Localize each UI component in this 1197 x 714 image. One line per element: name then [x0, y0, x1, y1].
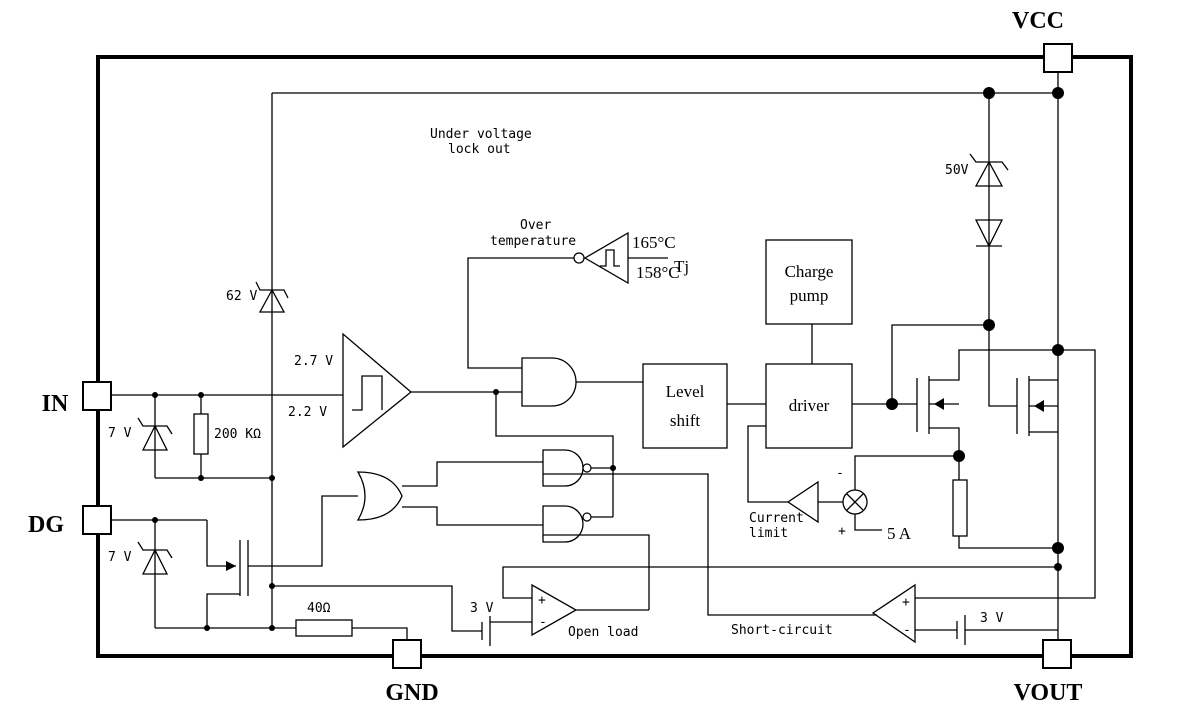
level-shift-block: Level shift	[642, 363, 766, 449]
label-temp-high: 165°C	[632, 233, 676, 252]
label-62v: 62 V	[226, 289, 257, 304]
label-3v-short: 3 V	[980, 611, 1004, 626]
label-tj: Tj	[674, 257, 689, 276]
label-40ohm: 40Ω	[307, 601, 331, 616]
sense-mosfet	[891, 324, 1058, 549]
pin-vcc: VCC	[1012, 8, 1073, 73]
label-overtemp-1: Over	[520, 218, 551, 233]
level-shift-label-2: shift	[670, 411, 701, 430]
or-gate	[356, 461, 543, 526]
label-3v-open: 3 V	[470, 601, 494, 616]
resistor-40: 40Ω	[295, 601, 408, 640]
in-network: 7 V 200 KΩ	[108, 394, 343, 479]
label-7v-in: 7 V	[108, 426, 132, 441]
label-temp-low: 158°C	[636, 263, 680, 282]
driver-block: driver	[765, 363, 892, 449]
overtemp-comparator: Over temperature 165°C 158°C Tj	[467, 218, 689, 369]
short-circuit-comparator: + - Short-circuit 3 V	[731, 349, 1096, 645]
pin-in: IN	[42, 381, 112, 417]
junction-dots	[152, 87, 1064, 631]
label-uvlo-1: Under voltage	[430, 127, 532, 142]
dg-network: 7 V	[108, 495, 358, 629]
pin-gnd: GND	[385, 639, 439, 706]
label-2-2v: 2.2 V	[288, 405, 327, 420]
zener-50v: 50V	[945, 93, 1009, 325]
ol-plus: +	[538, 593, 546, 608]
nand-gate-2	[542, 505, 650, 610]
cl-plus: +	[838, 524, 846, 539]
label-7v-dg: 7 V	[108, 550, 132, 565]
label-current-limit-1: Current	[749, 511, 804, 526]
cl-minus: -	[836, 466, 844, 481]
label-overtemp-2: temperature	[490, 234, 576, 249]
pin-gnd-label: GND	[385, 680, 438, 706]
charge-pump-label-1: Charge	[785, 262, 834, 281]
label-50v: 50V	[945, 163, 969, 178]
pin-vcc-label: VCC	[1012, 8, 1064, 34]
label-2-7v: 2.7 V	[294, 354, 333, 369]
pin-vout: VOUT	[1014, 639, 1083, 706]
driver-label: driver	[789, 396, 830, 415]
label-uvlo-2: lock out	[448, 142, 511, 157]
level-shift-label-1: Level	[666, 382, 705, 401]
ol-minus: -	[539, 615, 547, 630]
wire-and-to-nand	[495, 392, 614, 517]
and-gate	[521, 357, 643, 407]
label-current-limit-2: limit	[749, 526, 788, 541]
label-short-circuit: Short-circuit	[731, 623, 833, 638]
pin-dg-label: DG	[28, 512, 64, 538]
power-mosfet	[988, 325, 1058, 436]
current-limit: - + 5 A Current limit	[747, 425, 959, 543]
input-comparator: 2.7 V 2.2 V	[288, 332, 522, 449]
charge-pump-label-2: pump	[790, 286, 829, 305]
vcc-rail	[271, 72, 1059, 640]
label-200k: 200 KΩ	[214, 427, 261, 442]
label-open-load: Open load	[568, 625, 638, 640]
pin-in-label: IN	[42, 391, 69, 417]
pin-vout-label: VOUT	[1014, 680, 1083, 706]
nand-gate-1	[542, 449, 613, 487]
sc-minus: -	[903, 623, 911, 638]
chip-boundary	[96, 55, 1133, 658]
sc-plus: +	[902, 595, 910, 610]
diode-series	[974, 219, 1004, 248]
label-5a: 5 A	[887, 524, 912, 543]
charge-pump-block: Charge pump	[765, 239, 853, 364]
pin-dg: DG	[28, 505, 112, 538]
wire-short-circuit	[543, 473, 877, 616]
zener-62v: 62 V	[226, 281, 289, 313]
open-load-comparator: + - Open load 3 V	[272, 566, 1058, 646]
